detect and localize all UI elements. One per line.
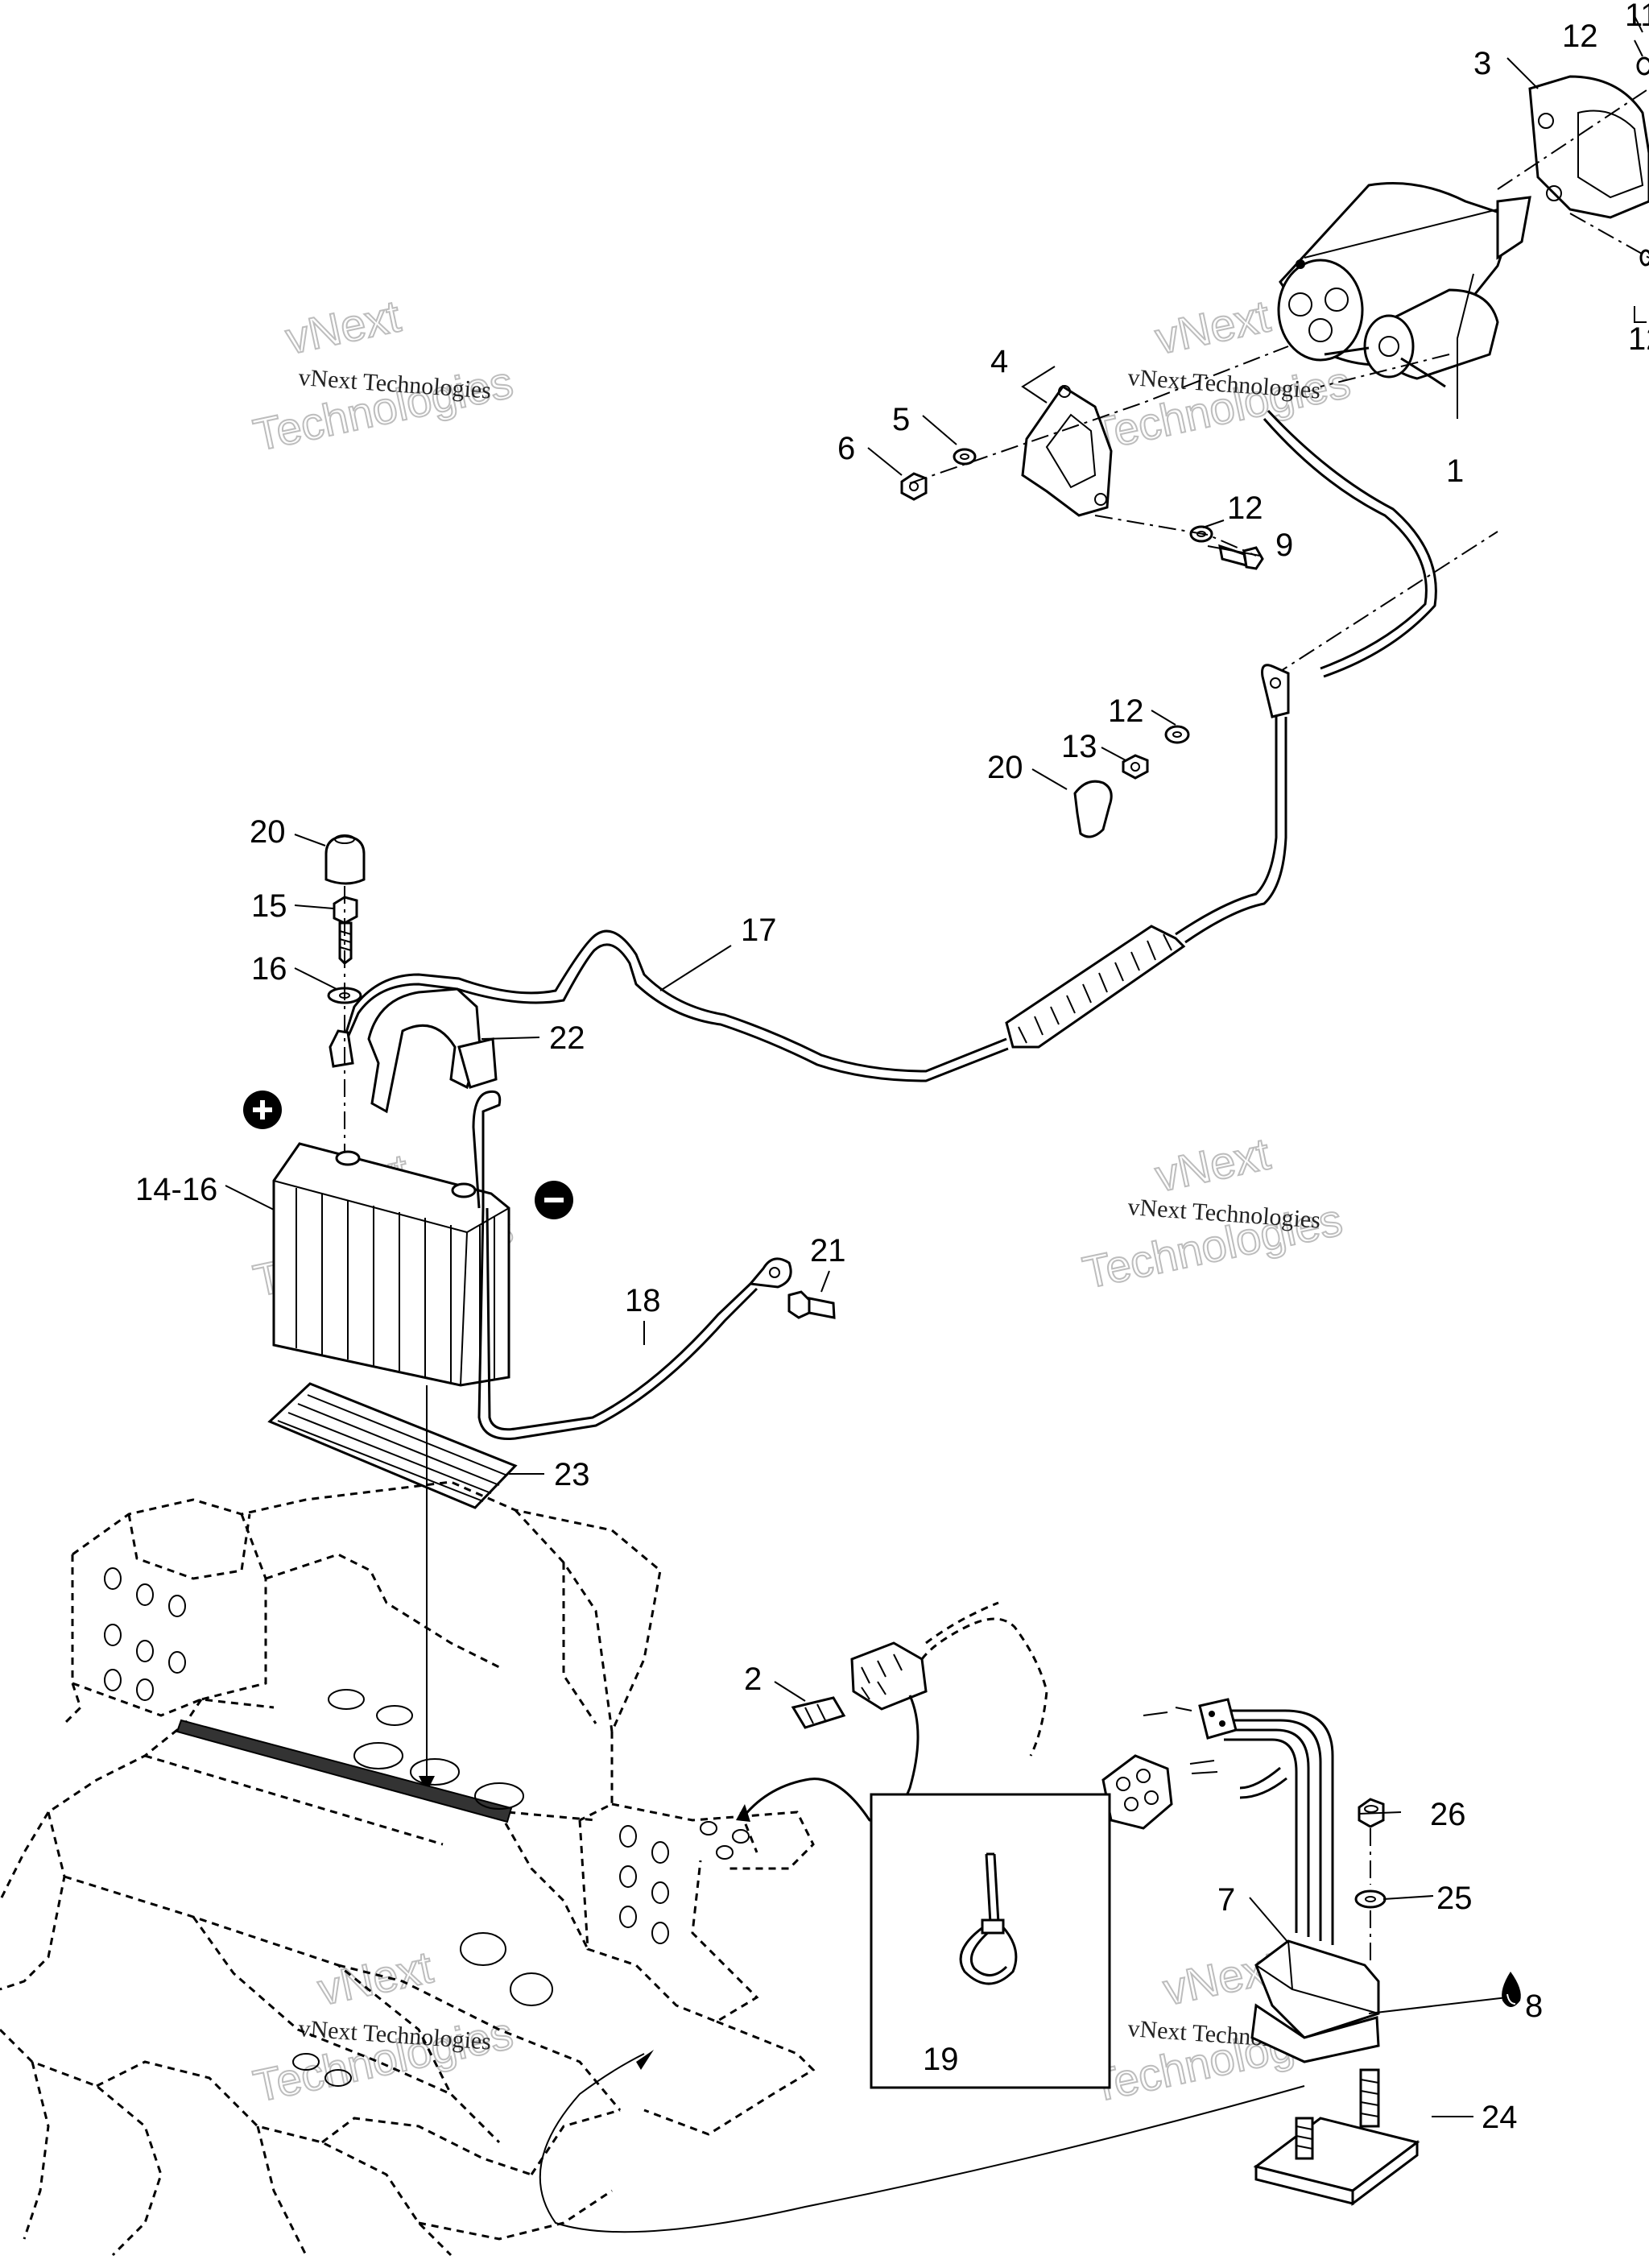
callout-6: 6 (837, 431, 855, 466)
callout-5: 5 (892, 402, 910, 437)
negative-terminal-symbol (535, 1181, 573, 1219)
callout-12-lower: 12 (1108, 693, 1144, 729)
callout-1: 1 (1446, 453, 1464, 489)
negative-cable-18 (472, 1090, 792, 1440)
callout-2: 2 (744, 1662, 762, 1697)
callout-25: 25 (1436, 1881, 1473, 1916)
leader-lines (225, 15, 1647, 2117)
callout-7: 7 (1217, 1882, 1235, 1918)
callout-20-top: 20 (250, 814, 286, 850)
callout-14-16: 14-16 (135, 1172, 217, 1207)
positive-terminal-symbol (243, 1091, 282, 1129)
watermark-5: vNext Technologies vNext Technologies (248, 1940, 518, 2112)
callout-9: 9 (1275, 528, 1293, 563)
svg-text:vNext: vNext (281, 290, 405, 363)
detail-inset-19 (870, 1793, 1111, 2089)
callout-18: 18 (625, 1283, 661, 1318)
starter-mount-bracket-3 (1528, 75, 1649, 219)
washer-5 (953, 448, 977, 466)
connector-housing (850, 1641, 928, 1711)
callout-3: 3 (1473, 46, 1491, 81)
callout-22: 22 (549, 1020, 585, 1056)
callout-12-top: 12 (1562, 19, 1598, 54)
washer-25 (1354, 1889, 1387, 1909)
callout-8: 8 (1525, 1989, 1543, 2024)
callout-20-mid: 20 (987, 750, 1023, 785)
callout-26: 26 (1430, 1797, 1466, 1832)
cable-boot-22 (329, 987, 498, 1114)
regulator-connector-plug (1143, 1698, 1238, 1740)
callout-11: 11 (1625, 0, 1649, 33)
callout-4: 4 (990, 344, 1008, 379)
svg-text:vNext: vNext (1151, 290, 1275, 363)
washer-12-top-2 (1639, 249, 1649, 267)
voltage-regulator-7 (1224, 1709, 1380, 2063)
rubber-mount-24 (1253, 2068, 1420, 2206)
battery-14-16 (272, 1142, 510, 1387)
callout-23: 23 (554, 1457, 590, 1492)
terminal-boot-20-b (1073, 780, 1113, 838)
nut-6 (900, 472, 928, 501)
adhesive-drop-icon (1502, 1972, 1521, 2007)
battery-pad-23 (267, 1382, 518, 1509)
positive-cable-17 (335, 664, 1290, 1082)
svg-text:vNext: vNext (313, 1941, 437, 2014)
svg-text:vNext: vNext (1151, 1128, 1275, 1201)
callout-12-right: 12 (1628, 321, 1649, 357)
callout-17: 17 (741, 913, 777, 948)
regulator-connector-socket (1101, 1754, 1218, 1830)
chassis-frame (0, 1480, 816, 2257)
callout-21: 21 (810, 1233, 846, 1269)
washer-12-top (1636, 56, 1649, 76)
washer-12-b (1164, 725, 1190, 744)
mounting-plate-4 (1021, 384, 1113, 517)
callout-labels: 1 2 3 4 5 6 7 8 9 11 12 12 12 12 13 14-1… (135, 0, 1649, 2135)
callout-15: 15 (251, 888, 287, 924)
callout-24: 24 (1482, 2100, 1518, 2135)
callout-13: 13 (1061, 729, 1097, 764)
terminal-cap-20-a (324, 834, 366, 885)
starter-motor (1277, 182, 1531, 388)
nut-13 (1122, 754, 1149, 780)
bolt-21 (787, 1290, 836, 1319)
fuse-holder-2 (791, 1696, 846, 1729)
watermark-3: vNext Technologies vNext Technologies (1077, 1127, 1347, 1298)
callout-16: 16 (251, 951, 287, 987)
callout-12-mid: 12 (1227, 490, 1263, 526)
callout-19: 19 (923, 2042, 959, 2077)
watermark-1: vNext Technologies vNext Technologies (248, 289, 518, 461)
